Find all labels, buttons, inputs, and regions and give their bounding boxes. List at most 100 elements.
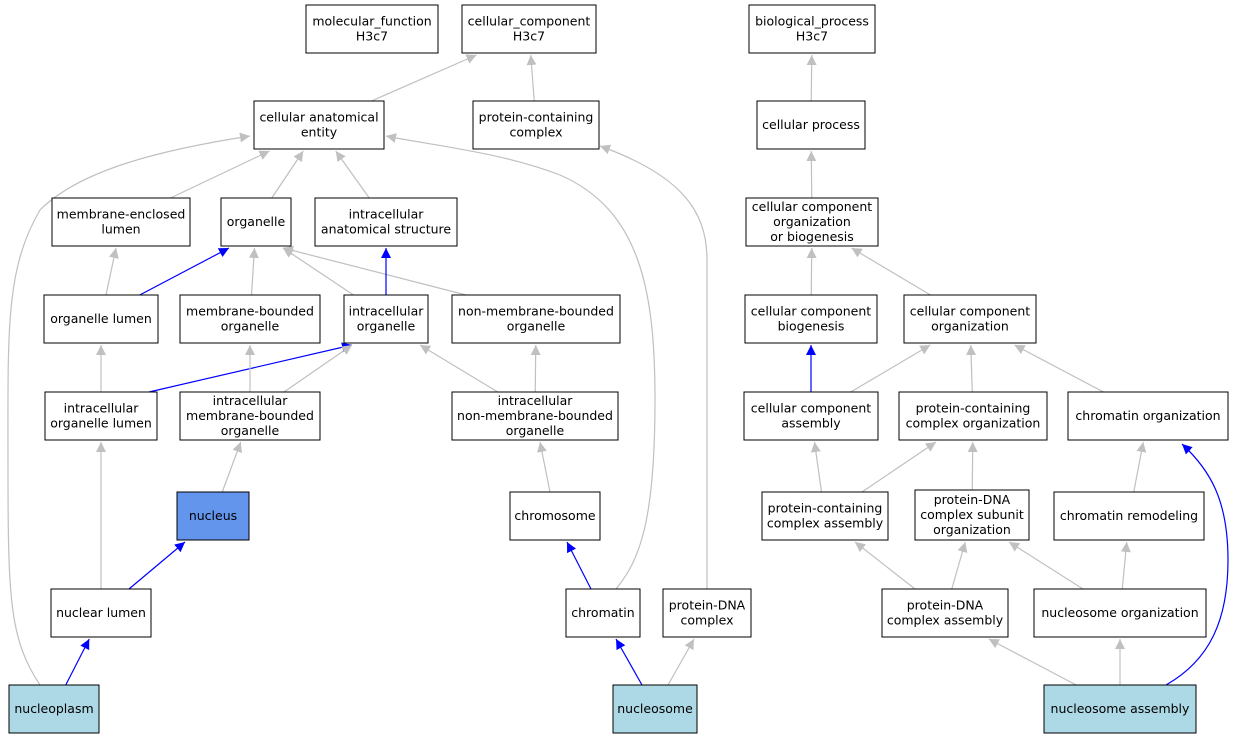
node-label-line: cellular_component <box>468 14 591 29</box>
edge-ns-to-pdc <box>667 638 695 686</box>
node-label-line: chromatin remodeling <box>1060 508 1198 523</box>
is-a-arrow <box>530 344 541 393</box>
edge-np-to-cae <box>7 132 251 686</box>
go-term-node-chrt[interactable]: chromatin <box>565 588 641 638</box>
node-box <box>903 294 1037 344</box>
part-of-arrow <box>615 638 643 686</box>
edge-ccb-to-ccob <box>806 247 817 296</box>
go-term-node-nsa[interactable]: nucleosome assembly <box>1043 684 1197 734</box>
node-label-line: membrane-bounded <box>186 304 314 319</box>
go-term-node-chro[interactable]: chromatin organization <box>1067 391 1229 441</box>
go-term-node-nuc[interactable]: nucleus <box>176 491 250 541</box>
edge-nuc-to-imbo <box>221 441 242 493</box>
node-label-line: organelle <box>221 423 280 438</box>
node-label-line: or biogenesis <box>770 229 854 244</box>
node-box <box>253 100 385 150</box>
edge-org-to-cae <box>271 150 304 199</box>
node-label-line: cellular component <box>752 199 872 214</box>
go-term-node-nl[interactable]: nuclear lumen <box>50 588 152 638</box>
go-term-node-np[interactable]: nucleoplasm <box>8 684 100 734</box>
node-box <box>1043 684 1197 734</box>
go-term-node-cp[interactable]: cellular process <box>756 100 866 150</box>
is-a-arrow <box>271 150 304 199</box>
is-a-arrow <box>967 441 978 491</box>
go-term-node-org[interactable]: organelle <box>220 197 292 247</box>
is-a-arrow <box>419 344 499 393</box>
node-box <box>43 294 159 344</box>
edge-pdcso-to-pcco <box>967 441 978 491</box>
node-label-line: complex assembly <box>887 613 1004 628</box>
node-box <box>314 197 458 247</box>
node-label-line: nucleoplasm <box>14 701 93 716</box>
node-label-line: cellular component <box>910 304 1030 319</box>
node-label-line: organelle lumen <box>50 311 152 326</box>
node-label-line: organelle <box>357 319 416 334</box>
go-term-node-nuo[interactable]: nucleosome organization <box>1033 588 1207 638</box>
is-a-arrow <box>385 133 656 590</box>
go-term-node-ol[interactable]: organelle lumen <box>43 294 159 344</box>
node-label-line: cellular anatomical <box>259 110 378 125</box>
node-label-line: intracellular <box>64 401 140 416</box>
edge-pdca-to-pdcso <box>951 541 968 590</box>
is-a-arrow <box>1008 541 1084 590</box>
node-label-line: organelle lumen <box>50 416 152 431</box>
node-label-line: biological_process <box>755 14 869 29</box>
go-term-node-chrr[interactable]: chromatin remodeling <box>1053 491 1205 541</box>
go-term-node-chrs[interactable]: chromosome <box>509 491 601 541</box>
node-label-line: H3c7 <box>356 29 388 44</box>
edge-chrt-to-cae <box>385 133 656 590</box>
node-box <box>745 197 879 247</box>
node-box <box>612 684 698 734</box>
edge-ccob-to-cp <box>806 150 817 199</box>
node-label-line: intracellular <box>349 304 425 319</box>
edge-cco-to-ccob <box>851 247 931 296</box>
edge-inmbo-to-io <box>419 344 499 393</box>
node-label-line: protein-DNA <box>669 598 746 613</box>
edge-mel-to-cae <box>170 150 270 199</box>
go-term-node-ns[interactable]: nucleosome <box>612 684 698 734</box>
edge-nuo-to-pdcso <box>1008 541 1084 590</box>
is-a-arrow <box>851 247 931 296</box>
is-a-arrow <box>7 132 251 686</box>
node-label-line: intracellular <box>349 207 425 222</box>
node-box <box>1053 491 1205 541</box>
is-a-arrow <box>537 441 551 493</box>
edge-ns-to-chrt <box>615 638 643 686</box>
is-a-arrow <box>806 247 817 296</box>
node-label-line: organization <box>773 214 851 229</box>
edge-pcca-to-pcco <box>861 441 937 493</box>
node-label-line: entity <box>301 125 338 140</box>
edge-chrs-to-inmbo <box>537 441 551 493</box>
is-a-arrow <box>667 638 695 686</box>
node-label-line: protein-containing <box>768 501 883 516</box>
node-label-line: intracellular <box>213 393 289 408</box>
go-term-node-inmbo[interactable]: intracellularnon-membrane-boundedorganel… <box>451 391 619 441</box>
node-box <box>744 294 878 344</box>
node-box <box>50 588 152 638</box>
edge-chrr-to-chro <box>1133 441 1147 493</box>
node-box <box>565 588 641 638</box>
